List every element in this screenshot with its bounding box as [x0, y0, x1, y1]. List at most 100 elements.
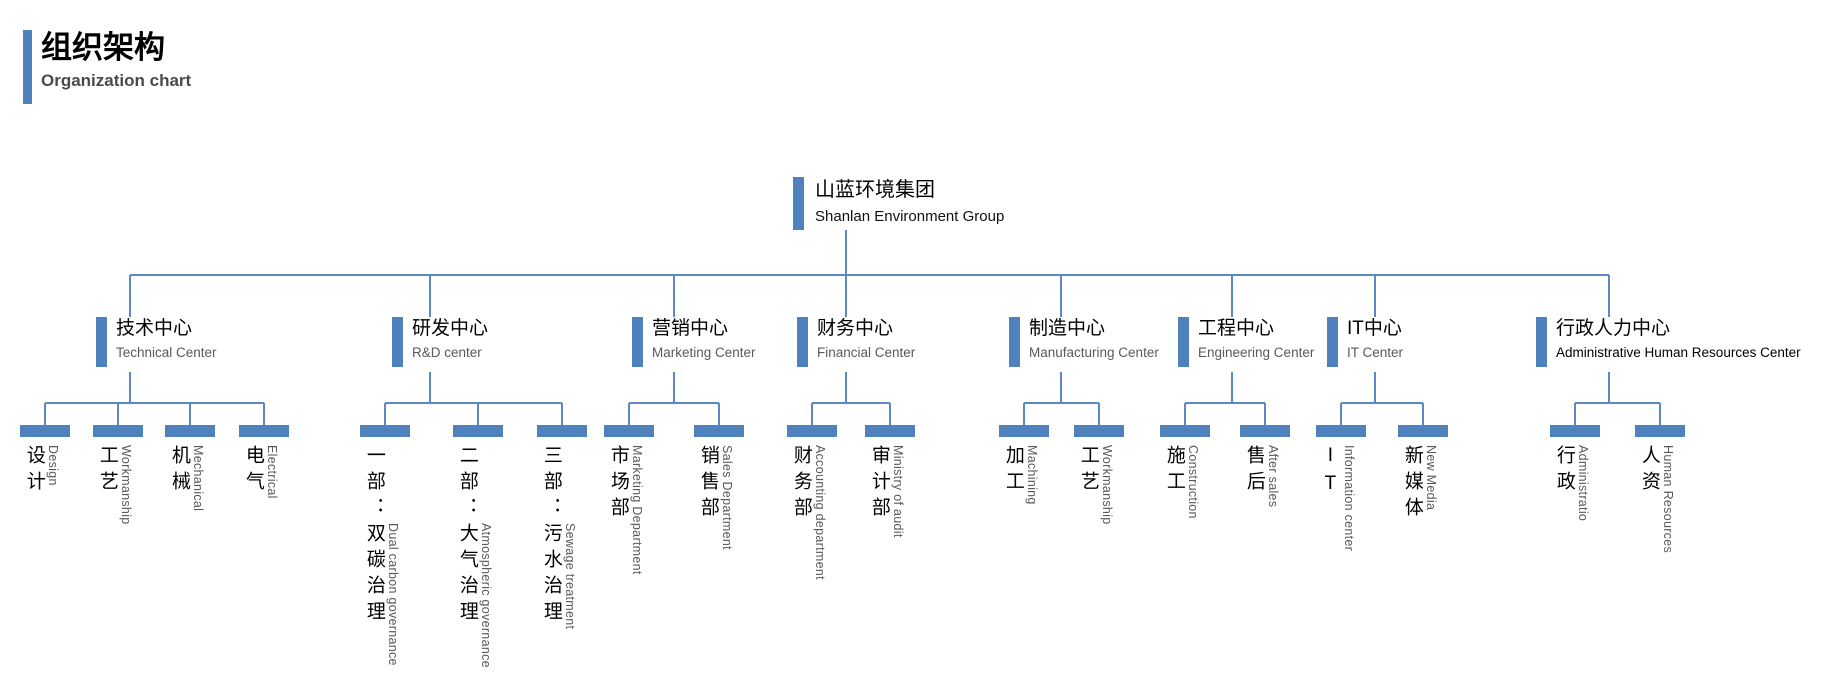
- department-label-en: Accounting department: [812, 445, 827, 580]
- department-label-cn: IT: [1319, 445, 1341, 501]
- center-label-en: R&D center: [412, 344, 482, 360]
- department-accent-bar: [1550, 425, 1600, 437]
- department-text: 财务部 Accounting department: [790, 445, 837, 580]
- root-node: 山蓝环境集团 Shanlan Environment Group: [793, 177, 1005, 230]
- center-node: 工程中心 Engineering Center: [1178, 317, 1315, 367]
- department-text: 一部：双碳治理 Dual carbon governance: [363, 445, 410, 666]
- center-text: 财务中心 Financial Center: [817, 317, 915, 367]
- department-label-cn: 三部：污水治理: [540, 445, 562, 627]
- department-node: 机械 Mechanical: [165, 425, 215, 511]
- center-label-cn: 研发中心: [412, 318, 489, 339]
- department-text: 市场部 Marketing Department: [607, 445, 654, 575]
- department-label-en: Sales Department: [719, 445, 734, 550]
- department-node: 行政 Administratio: [1550, 425, 1600, 521]
- department-label-cn: 施工: [1163, 445, 1185, 497]
- department-accent-bar: [1240, 425, 1290, 437]
- department-accent-bar: [93, 425, 143, 437]
- department-label-cn: 设计: [23, 445, 45, 497]
- center-label-cn: 行政人力中心: [1556, 318, 1671, 339]
- department-text: 人资 Human Resources: [1638, 445, 1685, 553]
- department-accent-bar: [239, 425, 289, 437]
- center-node: 营销中心 Marketing Center: [632, 317, 756, 367]
- department-text: 施工 Construction: [1163, 445, 1210, 519]
- department-label-en: Workmanship: [1099, 445, 1114, 525]
- department-text: 机械 Mechanical: [168, 445, 215, 511]
- department-node: 加工 Machining: [999, 425, 1049, 505]
- center-node: IT中心 IT Center: [1327, 317, 1404, 367]
- department-text: 工艺 Workmanship: [96, 445, 143, 524]
- center-accent-bar: [1536, 317, 1547, 367]
- center-text: 制造中心 Manufacturing Center: [1029, 317, 1159, 367]
- department-node: 三部：污水治理 Sewage treatment: [537, 425, 587, 629]
- page-title: 组织架构: [41, 30, 165, 65]
- center-label-en: Engineering Center: [1198, 344, 1315, 360]
- department-label-cn: 工艺: [1077, 445, 1099, 497]
- department-label-en: Atmospheric governance: [478, 523, 493, 668]
- department-label-cn: 新媒体: [1401, 445, 1423, 523]
- department-label-cn: 加工: [1002, 445, 1024, 497]
- center-label-cn: 营销中心: [652, 318, 729, 339]
- center-node: 研发中心 R&D center: [392, 317, 489, 367]
- department-label-en: After sales: [1265, 445, 1280, 508]
- department-node: 工艺 Workmanship: [1074, 425, 1124, 524]
- department-label-en: Ministry of audit: [890, 445, 905, 538]
- department-accent-bar: [537, 425, 587, 437]
- department-node: 人资 Human Resources: [1635, 425, 1685, 553]
- department-node: 售后 After sales: [1240, 425, 1290, 507]
- center-label-cn: 技术中心: [116, 318, 193, 339]
- center-accent-bar: [1178, 317, 1189, 367]
- department-accent-bar: [694, 425, 744, 437]
- department-label-cn: 行政: [1553, 445, 1575, 497]
- center-accent-bar: [96, 317, 107, 367]
- department-label-en: Marketing Department: [629, 445, 644, 575]
- department-label-en: Human Resources: [1660, 445, 1675, 554]
- center-text: 工程中心 Engineering Center: [1198, 317, 1314, 367]
- department-accent-bar: [20, 425, 70, 437]
- department-node: 二部：大气治理 Atmospheric governance: [453, 425, 503, 668]
- center-text: 营销中心 Marketing Center: [652, 317, 756, 367]
- department-label-cn: 市场部: [607, 445, 629, 523]
- department-text: 工艺 Workmanship: [1077, 445, 1124, 524]
- department-label-en: Mechanical: [190, 445, 205, 512]
- department-node: 设计 Design: [20, 425, 70, 497]
- department-label-en: Sewage treatment: [562, 523, 577, 630]
- department-accent-bar: [604, 425, 654, 437]
- center-label-en: Manufacturing Center: [1029, 344, 1159, 360]
- department-label-en: Machining: [1024, 445, 1039, 505]
- department-text: 审计部 Ministry of audit: [868, 445, 915, 538]
- center-accent-bar: [632, 317, 643, 367]
- department-text: 行政 Administratio: [1553, 445, 1600, 521]
- center-accent-bar: [797, 317, 808, 367]
- department-label-en: Dual carbon governance: [385, 523, 400, 666]
- center-text: 研发中心 R&D center: [412, 317, 488, 367]
- department-node: 市场部 Marketing Department: [604, 425, 654, 575]
- center-node: 财务中心 Financial Center: [797, 317, 916, 367]
- department-accent-bar: [1398, 425, 1448, 437]
- center-accent-bar: [1009, 317, 1020, 367]
- center-label-en: Financial Center: [817, 344, 916, 360]
- department-label-cn: 机械: [168, 445, 190, 497]
- department-label-cn: 电气: [242, 445, 264, 497]
- department-label-en: Workmanship: [118, 445, 133, 525]
- department-node: 工艺 Workmanship: [93, 425, 143, 524]
- department-accent-bar: [1635, 425, 1685, 437]
- department-node: IT Information center: [1316, 425, 1366, 551]
- department-accent-bar: [999, 425, 1049, 437]
- department-text: 电气 Electrical: [242, 445, 289, 499]
- department-node: 销售部 Sales Department: [694, 425, 744, 550]
- department-text: IT Information center: [1319, 445, 1366, 551]
- root-label-cn: 山蓝环境集团: [815, 179, 935, 201]
- department-text: 销售部 Sales Department: [697, 445, 744, 550]
- center-label-en: Marketing Center: [652, 344, 756, 360]
- header-text: 组织架构 Organization chart: [41, 30, 191, 104]
- department-accent-bar: [787, 425, 837, 437]
- center-node: 技术中心 Technical Center: [96, 317, 217, 367]
- department-node: 施工 Construction: [1160, 425, 1210, 519]
- center-node: 制造中心 Manufacturing Center: [1009, 317, 1159, 367]
- root-accent-bar: [793, 177, 804, 230]
- center-label-en: Technical Center: [116, 344, 217, 360]
- center-label-cn: 工程中心: [1198, 318, 1275, 339]
- department-label-cn: 人资: [1638, 445, 1660, 497]
- department-label-en: Information center: [1341, 445, 1356, 552]
- center-label-cn: 制造中心: [1029, 318, 1106, 339]
